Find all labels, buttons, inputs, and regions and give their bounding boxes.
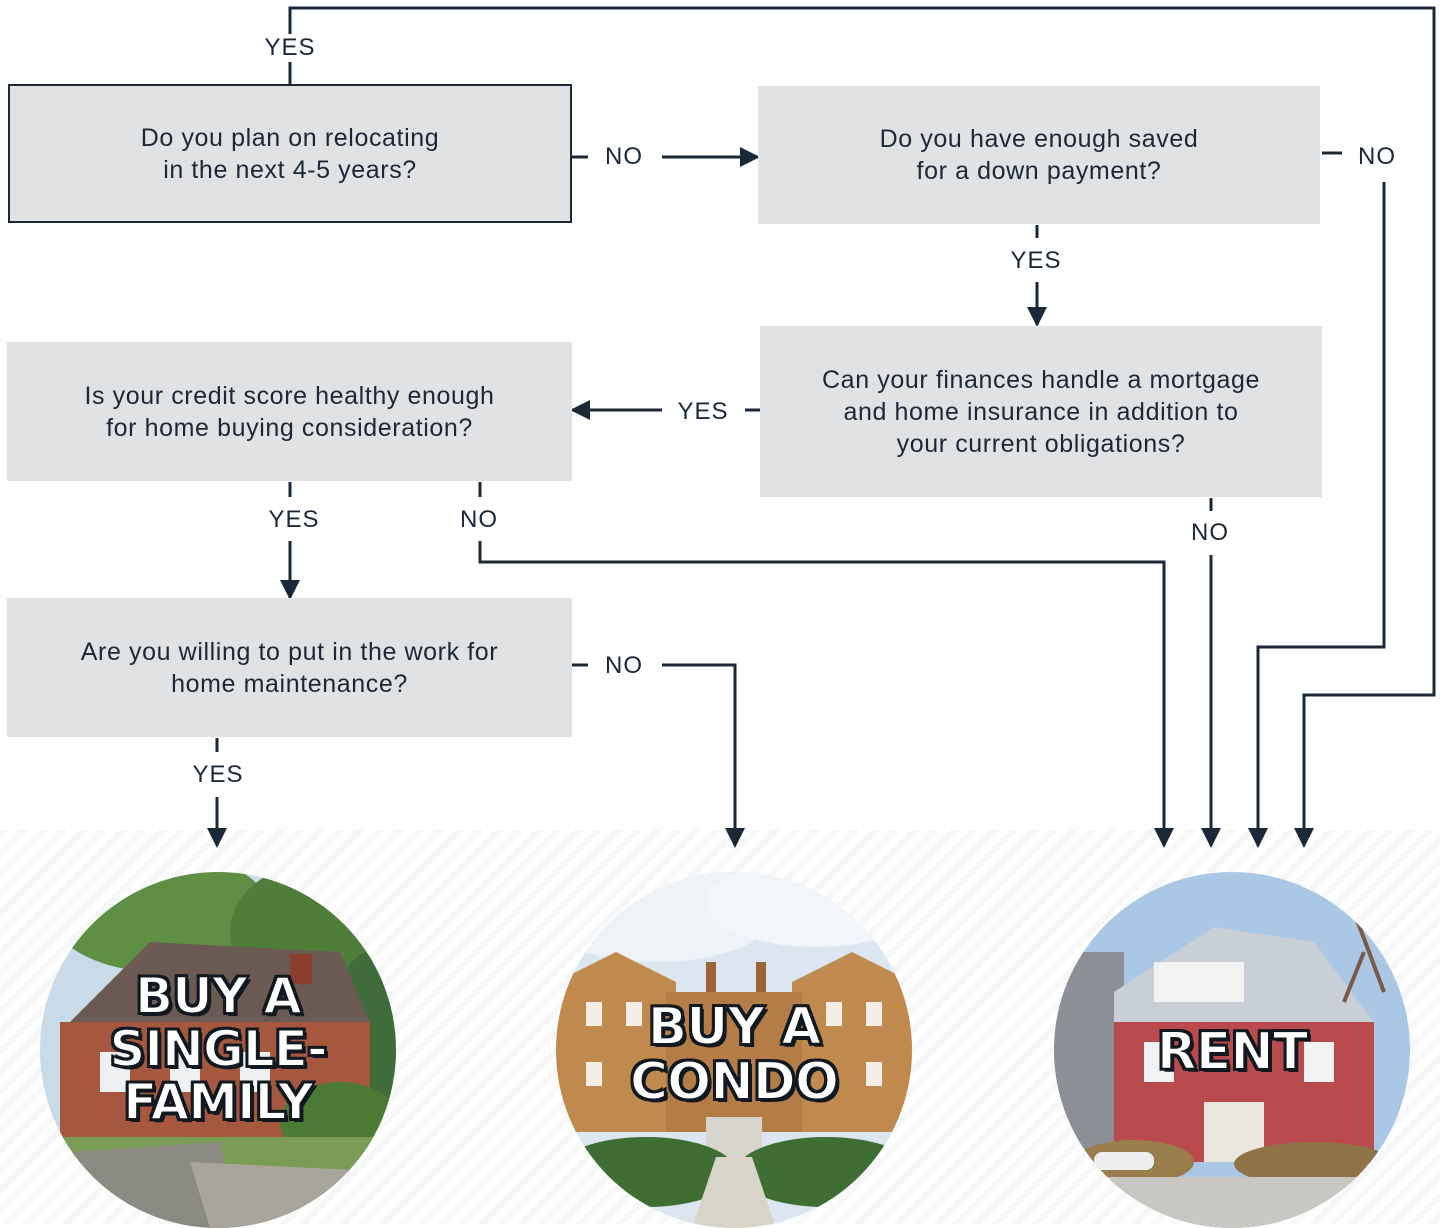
question-down-payment: Do you have enough saved for a down paym… bbox=[758, 86, 1320, 224]
connector-relocate-yes bbox=[288, 6, 1436, 848]
question-credit: Is your credit score healthy enough for … bbox=[7, 342, 572, 481]
label-finances-yes: YES bbox=[673, 398, 733, 426]
connector-credit-no-line bbox=[478, 541, 1174, 848]
label-maintenance-no: NO bbox=[601, 652, 647, 680]
label-relocate-no: NO bbox=[601, 143, 647, 171]
label-maintenance-yes: YES bbox=[188, 761, 248, 789]
label-credit-no: NO bbox=[456, 506, 502, 534]
question-relocate-text: Do you plan on relocating in the next 4-… bbox=[140, 123, 440, 184]
label-down-payment-yes: YES bbox=[1006, 247, 1066, 275]
rent-house-illustration bbox=[1054, 872, 1410, 1228]
connector-down-payment-no-line bbox=[1248, 182, 1386, 848]
question-credit-text: Is your credit score healthy enough for … bbox=[84, 381, 495, 442]
connector-maintenance-no-line bbox=[662, 663, 745, 848]
outcome-condo: BUY A CONDO bbox=[556, 872, 912, 1228]
outcome-single-family-text: BUY A SINGLE- FAMILY bbox=[108, 967, 328, 1131]
label-finances-no: NO bbox=[1187, 519, 1233, 547]
label-relocate-yes: YES bbox=[260, 34, 320, 62]
outcome-single-family: BUY A SINGLE- FAMILY bbox=[40, 872, 396, 1228]
condo-building-illustration bbox=[556, 872, 912, 1228]
question-maintenance-text: Are you willing to put in the work for h… bbox=[80, 637, 499, 698]
question-down-payment-text: Do you have enough saved for a down paym… bbox=[879, 125, 1199, 185]
question-finances-text: Can your finances handle a mortgage and … bbox=[822, 365, 1260, 458]
question-maintenance: Are you willing to put in the work for h… bbox=[7, 598, 572, 737]
single-family-house-illustration bbox=[40, 872, 396, 1228]
outcome-condo-text: BUY A CONDO bbox=[629, 997, 840, 1112]
outcome-rent: RENT bbox=[1054, 872, 1410, 1228]
outcome-rent-text: RENT bbox=[1156, 1022, 1310, 1082]
label-down-payment-no: NO bbox=[1354, 143, 1400, 171]
question-relocate: Do you plan on relocating in the next 4-… bbox=[8, 84, 572, 223]
question-finances: Can your finances handle a mortgage and … bbox=[760, 326, 1322, 497]
label-credit-yes: YES bbox=[264, 506, 324, 534]
